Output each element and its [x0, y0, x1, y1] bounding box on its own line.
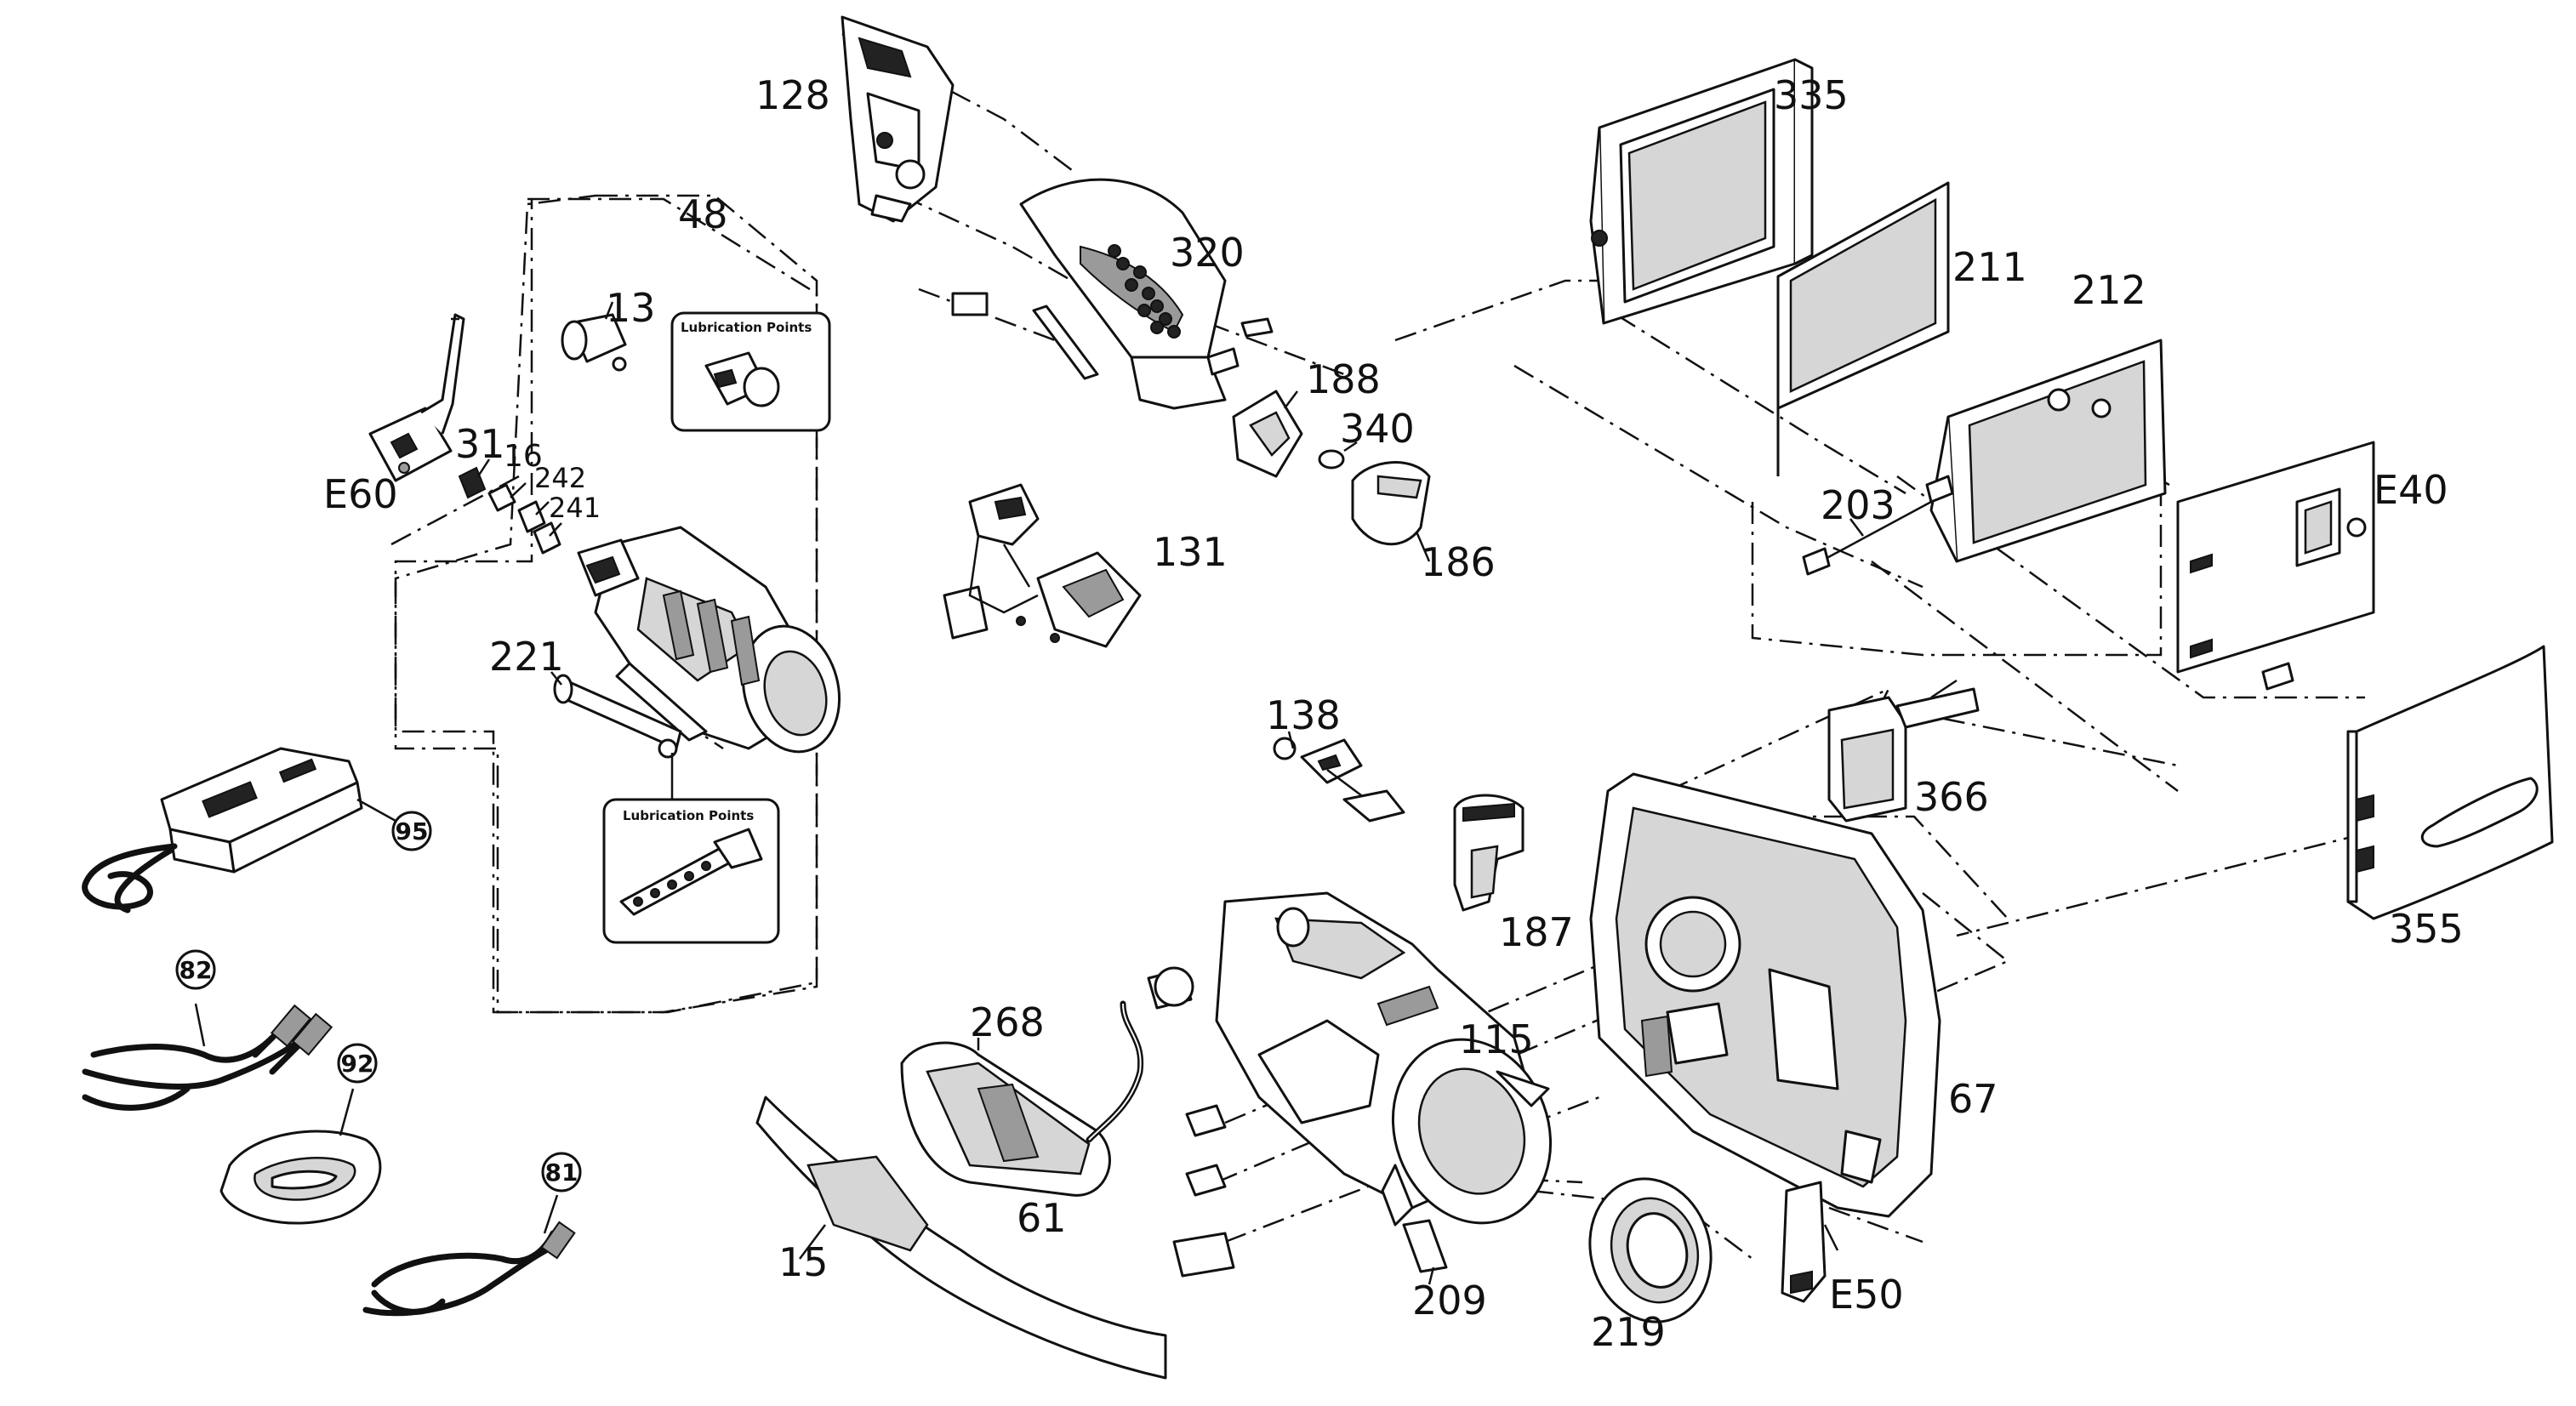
lubrication-callout-bottom: Lubrication Points [602, 753, 780, 944]
part-340[interactable] [1318, 441, 1358, 470]
cover-209[interactable] [1402, 1219, 1448, 1285]
label-E40: E40 [2374, 467, 2448, 513]
viewfinder-128[interactable] [841, 15, 955, 223]
label-242: 242 [534, 462, 586, 494]
part-labels: 128 335 48 320 211 13 212 188 340 E40 31… [323, 72, 2464, 1355]
lube-bottom-label: Lubrication Points [623, 808, 754, 823]
board-E40[interactable] [2176, 441, 2375, 691]
small-caps-misc [1172, 1104, 1235, 1278]
label-209: 209 [1412, 1278, 1487, 1323]
label-128: 128 [755, 72, 830, 118]
handle-320[interactable] [951, 178, 1274, 410]
label-187: 187 [1499, 909, 1574, 955]
label-320: 320 [1170, 230, 1245, 276]
lens-ring-219[interactable] [1574, 1165, 1726, 1335]
label-203: 203 [1821, 482, 1895, 528]
ac-adapter-95[interactable] [82, 747, 396, 914]
label-15: 15 [778, 1239, 829, 1285]
group-48-boundary [394, 194, 818, 1014]
part-188[interactable] [1232, 390, 1303, 478]
label-335: 335 [1774, 72, 1849, 118]
lubrication-callout-top: Lubrication Points [670, 311, 831, 432]
label-115: 115 [1459, 1016, 1534, 1062]
lcd-frame-335[interactable] [1589, 58, 1814, 325]
lens-cap-92[interactable] [219, 1088, 382, 1225]
label-211: 211 [1952, 244, 2027, 290]
strap-15[interactable] [755, 1096, 1167, 1380]
lcd-holder-212[interactable] [1929, 339, 2167, 563]
label-186: 186 [1421, 539, 1496, 585]
flex-203[interactable] [1802, 475, 1954, 576]
lens-block-48[interactable] [577, 526, 853, 763]
label-81: 81 [545, 1158, 578, 1187]
label-138: 138 [1266, 692, 1341, 738]
label-31: 31 [455, 421, 505, 467]
label-131: 131 [1153, 529, 1228, 575]
part-366[interactable] [1827, 679, 1980, 823]
label-241: 241 [549, 492, 601, 524]
label-188: 188 [1306, 356, 1381, 402]
label-16: 16 [504, 439, 543, 474]
label-221: 221 [489, 634, 564, 680]
side-cover-355[interactable] [2346, 645, 2554, 920]
label-366: 366 [1914, 774, 1989, 820]
label-95: 95 [396, 817, 429, 845]
label-48: 48 [678, 191, 728, 237]
board-E60[interactable] [368, 313, 465, 482]
handle-grip-texture [1108, 244, 1181, 339]
lens-housing-115[interactable] [1215, 891, 1576, 1245]
board-E50[interactable] [1781, 1181, 1839, 1303]
label-67: 67 [1948, 1076, 1998, 1122]
motor-13[interactable] [561, 301, 627, 372]
cover-186[interactable] [1351, 461, 1431, 562]
label-340: 340 [1340, 406, 1415, 452]
strap-268[interactable] [900, 1038, 1111, 1197]
label-268: 268 [970, 999, 1045, 1045]
av-cable-82[interactable] [82, 1003, 333, 1111]
main-chassis-67[interactable] [1589, 772, 1941, 1218]
guide-221[interactable] [550, 671, 682, 759]
label-92: 92 [341, 1050, 374, 1078]
circled-labels: 95 82 92 81 [175, 811, 582, 1193]
label-E50: E50 [1829, 1272, 1904, 1318]
lcd-screen-211[interactable] [1776, 181, 1950, 476]
harness-131[interactable] [943, 483, 1142, 648]
part-187[interactable] [1453, 794, 1525, 912]
label-212: 212 [2072, 267, 2146, 313]
label-355: 355 [2389, 906, 2464, 952]
label-82: 82 [180, 956, 213, 984]
label-13: 13 [606, 285, 656, 331]
cable-81[interactable] [362, 1194, 576, 1317]
label-61: 61 [1017, 1195, 1067, 1241]
parts-138[interactable] [1273, 731, 1405, 823]
label-E60: E60 [323, 471, 398, 517]
label-219: 219 [1591, 1309, 1666, 1355]
cable-61[interactable] [1086, 966, 1194, 1143]
lube-top-label: Lubrication Points [681, 320, 812, 335]
small-parts-31-16-242-241[interactable] [458, 458, 562, 555]
